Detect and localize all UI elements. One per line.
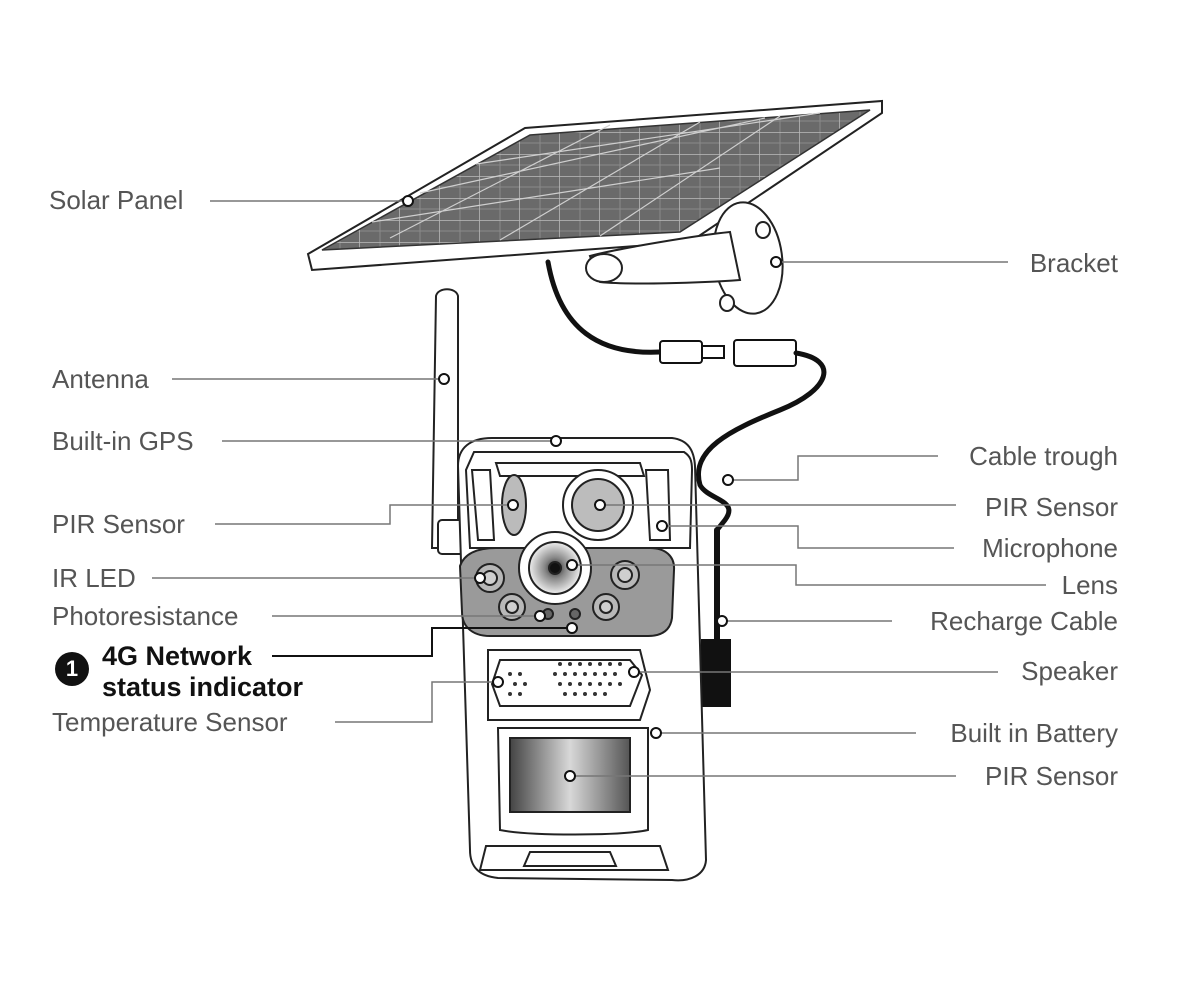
label-antenna: Antenna bbox=[52, 364, 149, 394]
solar-panel bbox=[306, 99, 883, 272]
label-cable-trough: Cable trough bbox=[969, 441, 1118, 471]
label-solar-panel: Solar Panel bbox=[49, 185, 184, 215]
network-indicator-number-badge: 1 bbox=[55, 652, 89, 686]
speaker-grille bbox=[508, 662, 622, 696]
label-photoresistance: Photoresistance bbox=[52, 601, 239, 631]
label-speaker: Speaker bbox=[1021, 656, 1118, 686]
recharge-cable-path bbox=[545, 259, 827, 707]
label-ir-led: IR LED bbox=[52, 563, 136, 593]
label-microphone: Microphone bbox=[982, 533, 1118, 563]
label-pir-sensor-top-right: PIR Sensor bbox=[985, 492, 1118, 522]
label-pir-sensor-bottom: PIR Sensor bbox=[985, 761, 1118, 791]
label-bracket: Bracket bbox=[1029, 248, 1118, 278]
label-temperature-sensor: Temperature Sensor bbox=[52, 707, 288, 737]
label-recharge-cable: Recharge Cable bbox=[930, 606, 1118, 636]
leader-dots bbox=[402, 195, 782, 782]
leader-temperature bbox=[335, 681, 498, 723]
leader-pir-left bbox=[215, 504, 513, 525]
leader-microphone bbox=[662, 525, 954, 549]
label-built-in-battery: Built in Battery bbox=[950, 718, 1118, 748]
leader-cable-trough bbox=[728, 455, 938, 481]
label-network-indicator-line1: 4G Network bbox=[102, 641, 253, 671]
leader-network-indicator bbox=[272, 627, 572, 657]
label-network-indicator-line2: status indicator bbox=[102, 672, 304, 702]
bracket bbox=[585, 201, 784, 315]
antenna bbox=[430, 288, 465, 555]
label-lens: Lens bbox=[1061, 570, 1118, 600]
label-pir-sensor-left: PIR Sensor bbox=[52, 509, 185, 539]
leader-lens bbox=[572, 564, 1046, 586]
leader-lines bbox=[152, 200, 1046, 777]
camera-body bbox=[456, 437, 708, 882]
label-built-in-gps: Built-in GPS bbox=[52, 426, 194, 456]
